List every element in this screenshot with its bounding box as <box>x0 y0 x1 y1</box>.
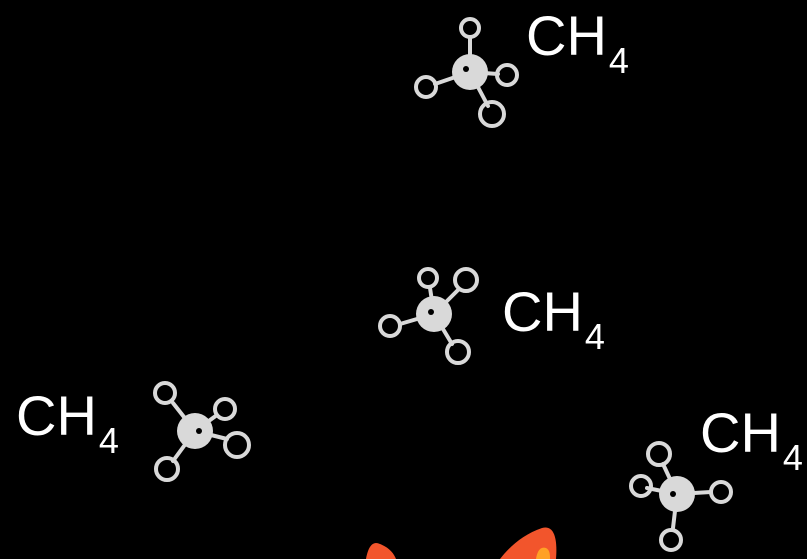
methane-formula-label: CH4 <box>16 388 119 459</box>
methane-molecule-icon <box>378 267 479 365</box>
formula-main: CH <box>700 401 781 464</box>
formula-subscript: 4 <box>782 437 803 478</box>
methane-molecule-icon <box>414 17 519 128</box>
formula-subscript: 4 <box>98 420 119 461</box>
methane-molecule-icon <box>629 441 733 552</box>
formula-subscript: 4 <box>584 316 605 357</box>
flame-outer-left <box>366 542 396 559</box>
formula-main: CH <box>16 384 97 447</box>
formula-main: CH <box>526 4 607 67</box>
methane-molecule-icon <box>153 381 251 482</box>
formula-main: CH <box>502 280 583 343</box>
methane-formula-label: CH4 <box>502 284 605 355</box>
flame-inner-right <box>536 547 550 559</box>
methane-formula-label: CH4 <box>526 8 629 79</box>
methane-formula-label: CH4 <box>700 405 803 476</box>
formula-subscript: 4 <box>608 40 629 81</box>
